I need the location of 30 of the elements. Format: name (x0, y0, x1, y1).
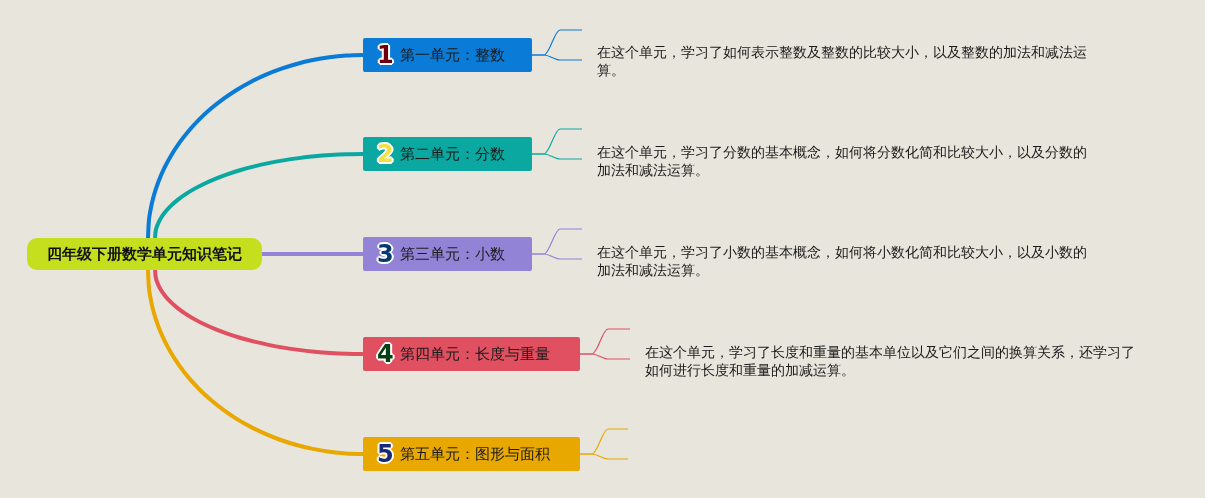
branch-line (146, 53, 364, 239)
sub-branch-line (531, 54, 583, 61)
unit-number: 5 (377, 442, 394, 466)
sub-branch-line (579, 453, 629, 460)
unit-number: 3 (377, 242, 394, 266)
note-text: 在这个单元，学习了分数的基本概念，如何将分数化简和比较大小，以及分数的加法和减法运算。 (582, 128, 1093, 183)
unit-number: 4 (377, 342, 394, 366)
topic-label: 第五单元：图形与面积 (399, 444, 550, 464)
unit-number: 2 (377, 142, 394, 166)
note-text: 在这个单元，学习了长度和重量的基本单位以及它们之间的换算关系，还学习了如何进行长度和重量的加减运算。 (630, 328, 1148, 383)
topic-box (363, 38, 532, 72)
topic-label: 第二单元：分数 (399, 144, 505, 164)
sub-branch-line (579, 353, 631, 360)
topic-label: 第四单元：长度与重量 (399, 344, 550, 364)
branch-line (153, 269, 363, 356)
root-topic: 四年级下册数学单元知识笔记 (27, 238, 262, 270)
sub-branch-line (531, 153, 583, 160)
unit-number: 1 (377, 43, 394, 67)
note-text: 在这个单元，学习了如何表示整数及整数的比较大小，以及整数的加法和减法运算。 (582, 28, 1093, 83)
topic-box (363, 337, 580, 371)
sub-branch-line (531, 253, 583, 260)
branch-line (262, 252, 363, 256)
note-text: 在这个单元，学习了小数的基本概念，如何将小数化简和比较大小，以及小数的加法和减法运算。 (582, 228, 1093, 283)
topic-label: 第三单元：小数 (399, 244, 505, 264)
topic-box (363, 237, 532, 271)
topic-box (363, 437, 580, 471)
branch-line (146, 269, 364, 456)
branch-line (153, 152, 363, 239)
topic-label: 第一单元：整数 (399, 45, 505, 65)
topic-box (363, 137, 532, 171)
